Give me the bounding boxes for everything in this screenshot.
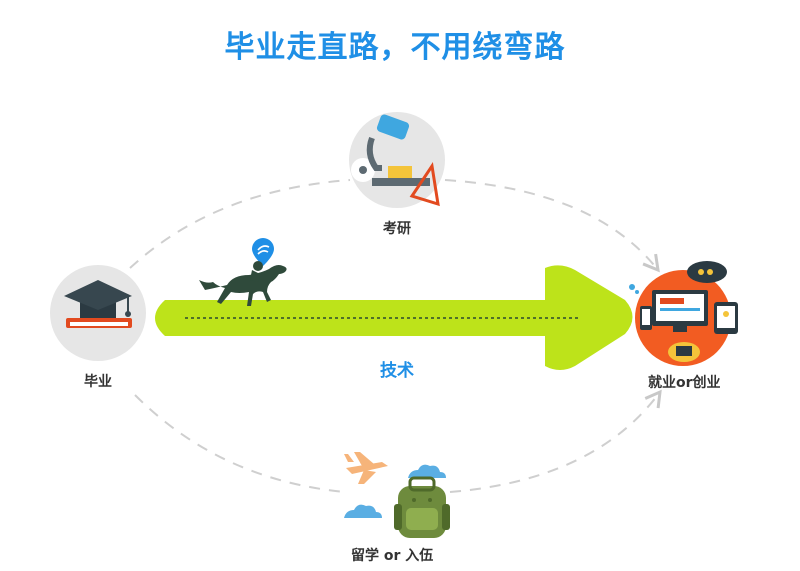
cloud-icon <box>344 464 446 518</box>
path-abroad-to-job <box>449 389 662 493</box>
path-grad-to-postgrad <box>129 179 351 269</box>
graduation-cap-icon <box>64 280 132 328</box>
backpack-icon <box>394 476 450 538</box>
main-arrow <box>155 265 633 370</box>
devices-icon <box>629 261 738 362</box>
abroad-label: 留学 or 入伍 <box>351 548 434 564</box>
abroad-node <box>344 452 450 538</box>
employment-node <box>629 261 738 366</box>
page-title: 毕业走直路，不用绕弯路 <box>224 30 566 65</box>
graduation-label: 毕业 <box>84 374 112 390</box>
path-postgrad-to-job <box>444 179 660 273</box>
location-pin-icon <box>252 238 274 266</box>
dashed-paths <box>129 179 662 493</box>
microscope-icon <box>351 114 440 207</box>
employment-label: 就业or创业 <box>648 375 721 391</box>
horse-rider-icon <box>199 261 287 306</box>
airplane-icon <box>344 452 388 484</box>
postgrad-label: 考研 <box>383 221 411 237</box>
path-grad-to-abroad <box>134 394 346 493</box>
postgrad-node <box>349 112 445 208</box>
arrow-label: 技术 <box>380 361 414 381</box>
graduation-node <box>50 265 146 361</box>
